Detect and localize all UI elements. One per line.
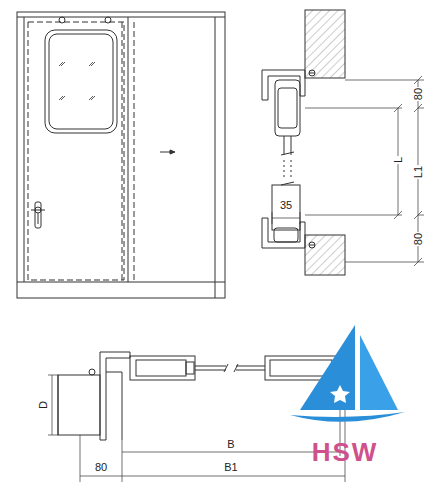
dimension-label: L1	[412, 165, 424, 179]
watermark: HSW	[311, 438, 380, 466]
dimension-label: 80	[412, 232, 424, 246]
dimension-label: L	[392, 156, 404, 164]
dimension-label: B	[226, 438, 235, 450]
dimension-label: 80	[412, 87, 424, 101]
dimension-label: D	[37, 400, 49, 410]
dimension-label: 35	[279, 199, 293, 211]
dimension-label: B1	[223, 461, 238, 473]
dimension-label: 80	[94, 461, 108, 473]
